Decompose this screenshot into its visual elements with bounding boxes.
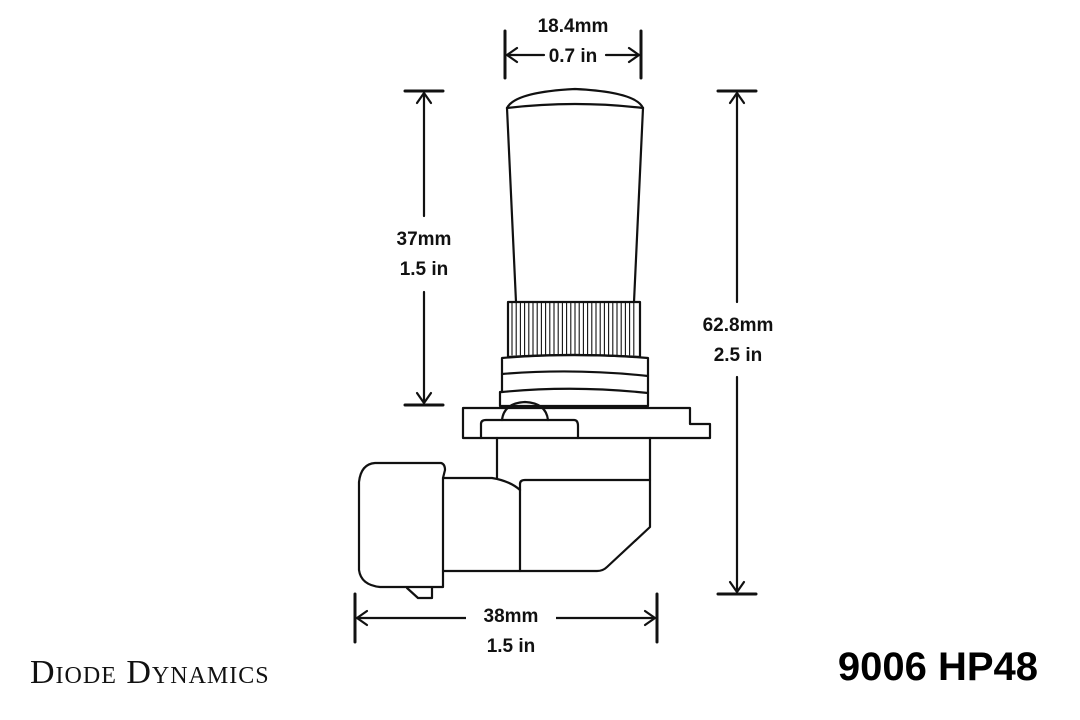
product-model: 9006 HP48 <box>837 645 1038 689</box>
bulb-knurled-ring <box>506 300 642 359</box>
glass-width-label: 18.4mm 0.7 in <box>520 12 626 72</box>
glass-width-metric: 18.4mm <box>537 16 609 37</box>
overall-width-label: 38mm 1.5 in <box>466 602 556 662</box>
overall-width-imperial: 1.5 in <box>486 636 536 657</box>
bulb-base <box>441 436 652 573</box>
dimension-glass-height <box>403 89 445 407</box>
bulb-collar <box>498 353 650 408</box>
bulb-flange <box>461 400 712 440</box>
dimension-overall-width <box>353 592 659 644</box>
overall-height-metric: 62.8mm <box>702 315 774 336</box>
brand-logo: Diode Dynamics <box>30 654 270 691</box>
glass-width-imperial: 0.7 in <box>545 42 601 72</box>
glass-height-label: 37mm 1.5 in <box>382 225 466 285</box>
glass-height-imperial: 1.5 in <box>399 259 449 280</box>
bulb-connector <box>357 461 447 600</box>
overall-height-label: 62.8mm 2.5 in <box>690 311 786 371</box>
dimension-glass-width <box>503 29 643 80</box>
bulb-glass <box>505 87 645 304</box>
overall-height-imperial: 2.5 in <box>713 345 763 366</box>
glass-height-metric: 37mm <box>396 229 452 250</box>
dimension-overall-height <box>716 89 758 596</box>
bulb-illustration <box>357 87 712 600</box>
overall-width-metric: 38mm <box>466 602 556 632</box>
